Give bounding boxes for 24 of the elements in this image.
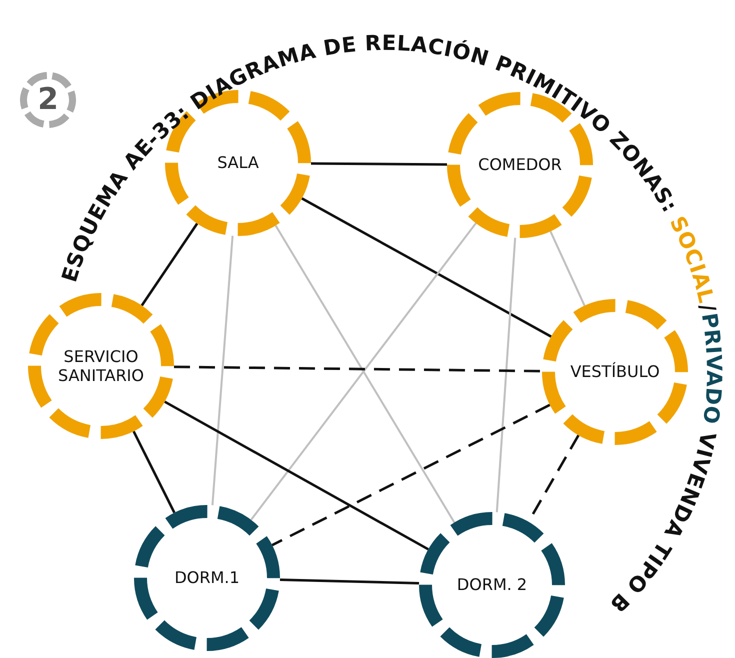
relation-line xyxy=(174,366,542,372)
relation-line xyxy=(496,238,516,512)
room-circle xyxy=(134,505,280,651)
badge-number: 2 xyxy=(38,82,58,118)
relation-line xyxy=(211,236,234,506)
room-name: VESTÍBULO xyxy=(570,362,660,382)
room-circle xyxy=(419,512,565,658)
relation-line xyxy=(280,578,420,584)
relation-line xyxy=(164,400,429,550)
relation-line xyxy=(301,197,552,338)
room-name: SERVICIO SANITARIO xyxy=(57,346,145,386)
room-name: DORM.1 xyxy=(174,568,240,588)
relation-line xyxy=(311,162,447,166)
room-name: SALA xyxy=(217,153,259,173)
relation-line xyxy=(140,222,198,306)
relation-line xyxy=(550,230,586,306)
room-name: DORM. 2 xyxy=(456,575,528,595)
relation-line xyxy=(274,225,456,523)
relation-line xyxy=(132,430,176,514)
room-name: COMEDOR xyxy=(478,155,562,175)
number-badge xyxy=(20,72,76,128)
relation-line xyxy=(250,222,477,520)
relation-line xyxy=(272,404,550,546)
room-circle xyxy=(28,293,174,439)
